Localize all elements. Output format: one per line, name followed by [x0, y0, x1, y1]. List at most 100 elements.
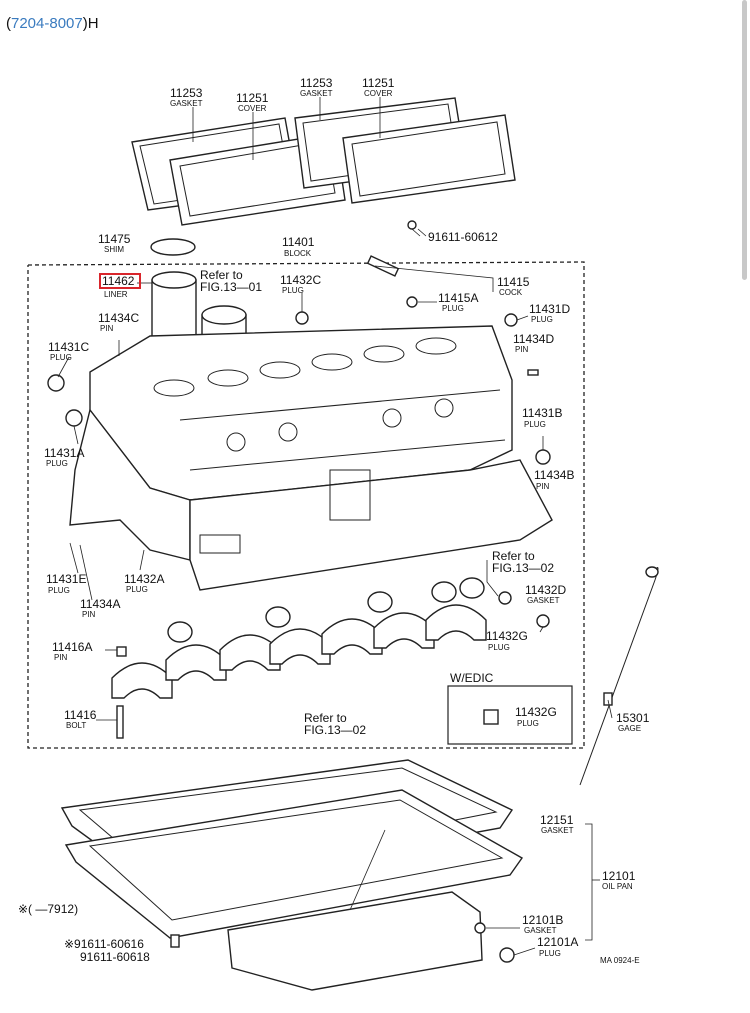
pin-11434d-shape — [527, 369, 539, 376]
refer-fig13-02-right[interactable]: Refer to FIG.13—02 — [492, 549, 554, 575]
svg-text:11432G: 11432G — [486, 629, 528, 643]
bearing-caps — [111, 604, 487, 699]
part-label-11434a[interactable]: 11434A PIN — [80, 597, 120, 619]
shim-ring — [150, 238, 196, 256]
part-label-11432g[interactable]: 11432G PLUG — [486, 629, 528, 652]
part-label-11432d[interactable]: 11432D GASKET — [525, 583, 566, 605]
part-label-11434d[interactable]: 11434D PIN — [513, 332, 554, 354]
wedic-label: W/EDIC — [450, 671, 494, 685]
part-label-11432c[interactable]: 11432C PLUG — [280, 273, 321, 295]
part-label-12151[interactable]: 12151 GASKET — [540, 813, 574, 835]
svg-text:GASKET: GASKET — [541, 826, 574, 835]
part-label-11416[interactable]: 11416 BOLT — [64, 708, 97, 730]
model-range-link[interactable]: 7204-8007 — [11, 15, 83, 32]
svg-text:GASKET: GASKET — [527, 596, 560, 605]
part-label-11431d[interactable]: 11431D PLUG — [529, 302, 570, 324]
svg-text:11434B: 11434B — [534, 468, 574, 482]
svg-text:SHIM: SHIM — [104, 245, 124, 254]
svg-text:Refer to: Refer to — [304, 711, 347, 725]
svg-text:PLUG: PLUG — [126, 585, 148, 594]
svg-text:11415A: 11415A — [438, 291, 478, 305]
part-label-11401[interactable]: 11401 BLOCK — [282, 235, 315, 258]
part-label-11475[interactable]: 11475 SHIM — [98, 232, 131, 254]
part-label-11415a[interactable]: 11415A PLUG — [438, 291, 478, 313]
svg-text:11401: 11401 — [282, 235, 315, 249]
plug-11415a-shape — [406, 296, 418, 308]
svg-text:11432D: 11432D — [525, 583, 566, 597]
scrollbar-thumb[interactable] — [742, 0, 747, 280]
svg-text:PLUG: PLUG — [524, 420, 546, 429]
plug-11431a-shape — [65, 409, 83, 427]
part-label-12101a[interactable]: 12101A PLUG — [537, 935, 578, 958]
svg-text:FIG.13—02: FIG.13—02 — [304, 723, 366, 737]
highlight-box — [99, 273, 141, 289]
svg-text:PLUG: PLUG — [46, 459, 68, 468]
block-boundary — [27, 261, 585, 749]
svg-text:GASKET: GASKET — [300, 89, 333, 98]
bearing-shells — [167, 577, 485, 643]
part-label-11416a[interactable]: 11416A PIN — [52, 640, 92, 662]
svg-text:11251: 11251 — [362, 76, 395, 90]
part-label-12101b[interactable]: 12101B GASKET — [522, 913, 563, 935]
bolt-label-91611-60616[interactable]: ※91611-60616 — [64, 937, 144, 951]
pin-11416a-shape — [116, 646, 127, 657]
part-label-11251-right[interactable]: 11251 COVER — [362, 76, 395, 98]
svg-text:11431E: 11431E — [46, 572, 86, 586]
part-label-11431e[interactable]: 11431E PLUG — [46, 572, 86, 595]
refer-fig13-01[interactable]: Refer to FIG.13—01 — [200, 268, 262, 294]
svg-text:12101B: 12101B — [522, 913, 563, 927]
svg-text:COVER: COVER — [364, 89, 393, 98]
svg-text:11431D: 11431D — [529, 302, 570, 316]
svg-text:11431C: 11431C — [48, 340, 89, 354]
svg-text:PLUG: PLUG — [517, 719, 539, 728]
svg-text:Refer to: Refer to — [200, 268, 243, 282]
part-label-11432a[interactable]: 11432A PLUG — [124, 572, 164, 594]
bolt-label-91611-60618[interactable]: 91611-60618 — [80, 950, 150, 964]
svg-text:OIL PAN: OIL PAN — [602, 882, 633, 891]
svg-text:91611-60612: 91611-60612 — [428, 230, 498, 244]
part-label-11462[interactable]: 11462 LINER — [102, 274, 135, 299]
header-close: )H — [82, 15, 99, 32]
bolt-91611-60612 — [407, 220, 421, 237]
svg-text:11253: 11253 — [170, 86, 203, 100]
svg-text:PIN: PIN — [54, 653, 68, 662]
svg-text:PLUG: PLUG — [539, 949, 561, 958]
part-label-11432g-wedic[interactable]: 11432G PLUG — [515, 705, 557, 728]
plug-wedic-shape — [483, 709, 499, 725]
svg-text:11434D: 11434D — [513, 332, 554, 346]
plug-11431b-shape — [535, 449, 551, 465]
svg-text:PLUG: PLUG — [48, 586, 70, 595]
part-label-11434b[interactable]: 11434B PIN — [534, 468, 574, 491]
svg-text:11415: 11415 — [497, 275, 530, 289]
part-label-11434c[interactable]: 11434C PIN — [98, 311, 139, 333]
svg-text:GASKET: GASKET — [524, 926, 557, 935]
svg-text:BLOCK: BLOCK — [284, 249, 312, 258]
svg-text:12101A: 12101A — [537, 935, 578, 949]
svg-text:12101: 12101 — [602, 869, 636, 883]
svg-text:11253: 11253 — [300, 76, 333, 90]
range-note: ※( —7912) — [18, 902, 78, 916]
oil-gauge — [579, 566, 659, 786]
part-label-11431c[interactable]: 11431C PLUG — [48, 340, 89, 362]
part-label-11251-left[interactable]: 11251 COVER — [236, 91, 269, 113]
part-label-11253-left[interactable]: 11253 GASKET — [170, 86, 203, 108]
part-label-11431b[interactable]: 11431B PLUG — [522, 406, 562, 429]
plug-11432c-shape — [295, 311, 309, 325]
refer-fig13-02-bottom[interactable]: Refer to FIG.13—02 — [304, 711, 366, 737]
part-label-12101[interactable]: 12101 OIL PAN — [602, 869, 636, 891]
part-label-11253-right[interactable]: 11253 GASKET — [300, 76, 333, 98]
plug-11431c-shape — [47, 374, 65, 392]
figure-code: MA 0924-E — [600, 956, 640, 965]
svg-text:PLUG: PLUG — [50, 353, 72, 362]
svg-text:PLUG: PLUG — [442, 304, 464, 313]
part-label-91611-60612[interactable]: 91611-60612 — [428, 230, 498, 244]
part-label-11431a[interactable]: 11431A PLUG — [44, 446, 84, 468]
part-label-15301[interactable]: 15301 GAGE — [616, 711, 650, 733]
part-label-11415[interactable]: 11415 COCK — [497, 275, 530, 297]
cylinder-block — [69, 325, 553, 591]
svg-text:FIG.13—01: FIG.13—01 — [200, 280, 262, 294]
gasket-11432d-shape — [498, 591, 512, 605]
svg-text:PIN: PIN — [82, 610, 96, 619]
leader-lines — [57, 97, 613, 956]
